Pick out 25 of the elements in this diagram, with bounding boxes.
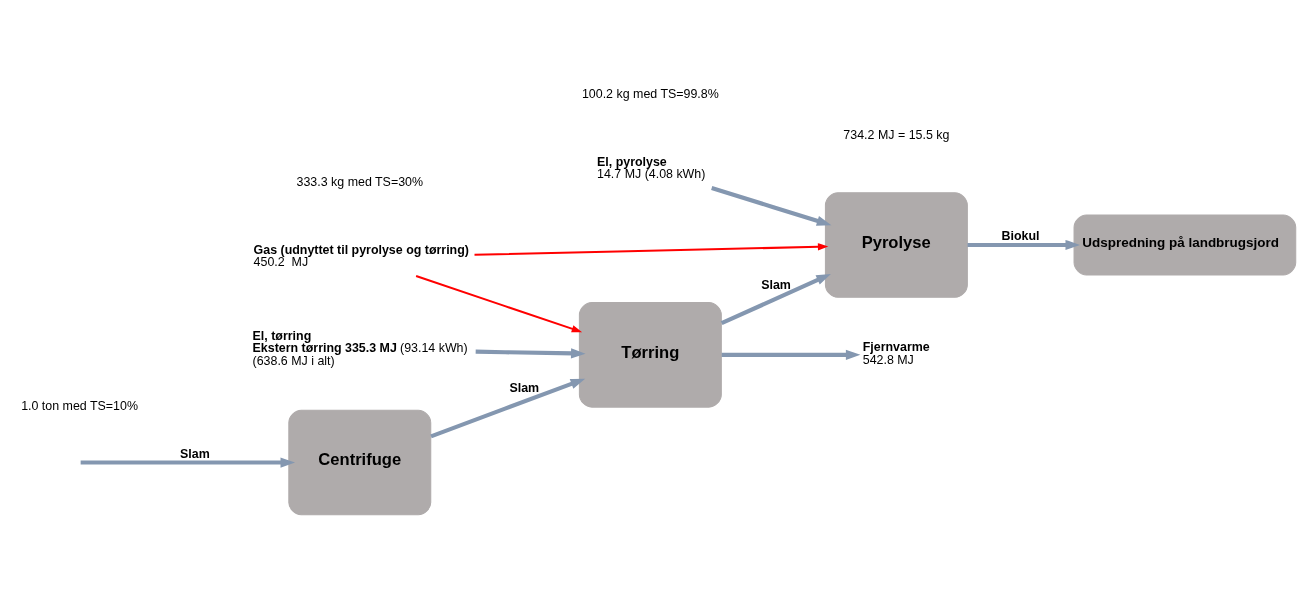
arrow <box>430 378 586 439</box>
node-box: Tørring <box>578 301 722 408</box>
arrow <box>475 348 586 359</box>
node-text: Gas (udnyttet til pyrolyse og tørring) 450.2 MJ <box>253 242 469 270</box>
arrow <box>80 457 296 468</box>
node-box: Udspredning på landbrugsjord <box>1073 214 1297 276</box>
edge-label: Biokul <box>1001 229 1040 244</box>
arrow <box>967 239 1081 251</box>
label: 100.2 kg med TS=99.8% <box>581 87 719 101</box>
label: 1.0 ton med TS=10% <box>21 398 138 413</box>
node-text: Fjernvarme 542.8 MJ <box>862 340 930 367</box>
node-text: El, pyrolyse 14.7 MJ (4.08 kWh) <box>597 154 706 182</box>
arrow <box>721 349 861 360</box>
edge-label: Slam <box>509 380 540 395</box>
arrow <box>720 274 831 326</box>
label: 734.2 MJ = 15.5 kg <box>843 128 950 143</box>
node-text: El, tørring Ekstern tørring 335.3 MJ (93.14 kWh) (638.6 MJ i alt) <box>252 328 468 368</box>
arrow <box>711 186 832 226</box>
node-box: Centrifuge <box>288 409 432 516</box>
edge-label: Slam <box>180 446 210 461</box>
arrow <box>474 243 829 256</box>
edge-label: Slam <box>761 278 791 293</box>
node-box: Pyrolyse <box>824 192 968 298</box>
label: 333.3 kg med TS=30% <box>296 175 424 190</box>
arrow <box>415 275 583 333</box>
